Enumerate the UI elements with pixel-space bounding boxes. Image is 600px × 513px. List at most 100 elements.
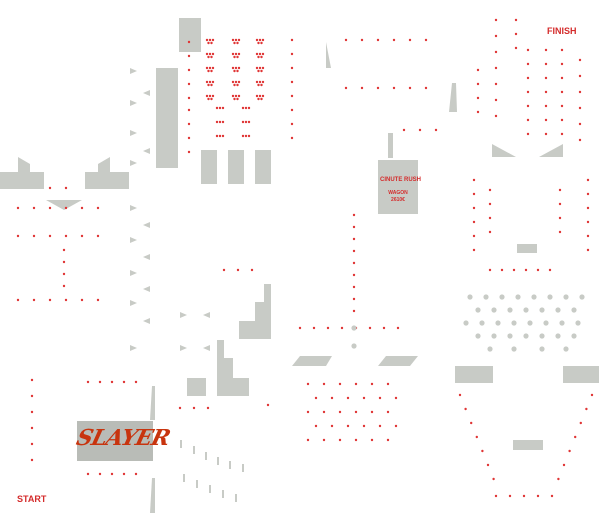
peg-circle-icon — [527, 320, 533, 326]
coin-dot-icon — [255, 52, 259, 56]
platform — [517, 244, 537, 253]
spike — [150, 478, 155, 513]
coin-dot-icon — [96, 234, 100, 238]
coin-dot-icon — [526, 104, 530, 108]
coin-dot-icon — [586, 234, 590, 238]
platform — [187, 378, 206, 396]
coin-dot-icon — [578, 58, 582, 62]
peg-circle-icon — [475, 307, 481, 313]
coin-dot-icon — [210, 55, 213, 59]
coin-dot-icon — [476, 96, 480, 100]
coin-dot-icon — [187, 108, 191, 112]
coin-dot-icon — [306, 410, 310, 414]
coin-dot-icon — [205, 80, 209, 84]
coin-dot-icon — [207, 97, 210, 101]
spike — [143, 318, 150, 324]
coin-dot-icon — [80, 206, 84, 210]
coin-dot-icon — [96, 206, 100, 210]
coin-dot-icon — [522, 494, 526, 498]
coin-dot-icon — [257, 97, 260, 101]
coin-dot-icon — [231, 66, 235, 70]
coin-dot-icon — [80, 298, 84, 302]
coin-dot-icon — [560, 118, 564, 122]
peg-circle-icon — [523, 333, 529, 339]
coin-dot-icon — [346, 396, 350, 400]
ramp — [183, 474, 185, 482]
coin-dot-icon — [578, 138, 582, 142]
coin-dot-icon — [258, 66, 262, 70]
coin-dot-icon — [352, 285, 356, 289]
spike — [180, 312, 187, 318]
coin-dot-icon — [210, 41, 213, 45]
coin-dot-icon — [233, 97, 236, 101]
coin-dot-icon — [568, 449, 571, 453]
platform — [513, 440, 543, 450]
coin-dot-icon — [208, 52, 212, 56]
coin-dot-icon — [255, 94, 259, 98]
coin-dot-icon — [241, 134, 245, 138]
coin-dot-icon — [98, 380, 102, 384]
coin-dot-icon — [290, 52, 294, 56]
coin-dot-icon — [476, 110, 480, 114]
coin-dot-icon — [62, 248, 66, 252]
coin-dot-icon — [98, 472, 102, 476]
coin-dot-icon — [472, 192, 476, 196]
coin-dot-icon — [396, 326, 400, 330]
peg-circle-icon — [563, 294, 569, 300]
coin-dot-icon — [290, 80, 294, 84]
coin-dot-icon — [192, 406, 196, 410]
coin-dot-icon — [326, 326, 330, 330]
coin-dot-icon — [306, 438, 310, 442]
coin-dot-icon — [236, 97, 239, 101]
spike — [130, 130, 137, 136]
coin-dot-icon — [378, 424, 382, 428]
coin-dot-icon — [386, 438, 390, 442]
slayer-logo-block — [77, 421, 153, 461]
peg-circle-icon — [507, 333, 513, 339]
platform — [217, 340, 224, 358]
coin-dot-icon — [472, 234, 476, 238]
platform — [85, 172, 129, 189]
coin-dot-icon — [30, 442, 34, 446]
coin-dot-icon — [62, 260, 66, 264]
coin-dot-icon — [211, 52, 215, 56]
coin-dot-icon — [257, 41, 260, 45]
spike — [492, 144, 516, 157]
coin-dot-icon — [298, 326, 302, 330]
coin-dot-icon — [526, 76, 530, 80]
peg-circle-icon — [575, 320, 581, 326]
coin-dot-icon — [32, 234, 36, 238]
coin-dot-icon — [488, 202, 492, 206]
coin-dot-icon — [178, 406, 182, 410]
coin-dot-icon — [122, 472, 126, 476]
spike — [143, 286, 150, 292]
coin-dot-icon — [472, 178, 476, 182]
coin-dot-icon — [368, 326, 372, 330]
coin-dot-icon — [257, 69, 260, 73]
spike — [130, 237, 137, 243]
coin-dot-icon — [260, 69, 263, 73]
sign-line-1: CINUTE RUSH — [380, 177, 422, 183]
coin-dot-icon — [512, 268, 516, 272]
coin-dot-icon — [526, 48, 530, 52]
coin-dot-icon — [260, 55, 263, 59]
coin-dot-icon — [494, 114, 498, 118]
coin-dot-icon — [544, 48, 548, 52]
coin-dot-icon — [526, 118, 530, 122]
coin-dot-icon — [210, 69, 213, 73]
coin-dot-icon — [370, 438, 374, 442]
spike — [130, 68, 137, 74]
coin-dot-icon — [266, 403, 270, 407]
spike — [130, 100, 137, 106]
coin-dot-icon — [187, 54, 191, 58]
coin-dot-icon — [290, 108, 294, 112]
coin-dot-icon — [352, 213, 356, 217]
coin-dot-icon — [258, 38, 262, 42]
coin-dot-icon — [476, 68, 480, 72]
peg-circle-icon — [507, 307, 513, 313]
coin-dot-icon — [494, 494, 498, 498]
sign-line-2: WAGON — [388, 190, 408, 196]
coin-dot-icon — [207, 41, 210, 45]
spike — [98, 157, 110, 172]
